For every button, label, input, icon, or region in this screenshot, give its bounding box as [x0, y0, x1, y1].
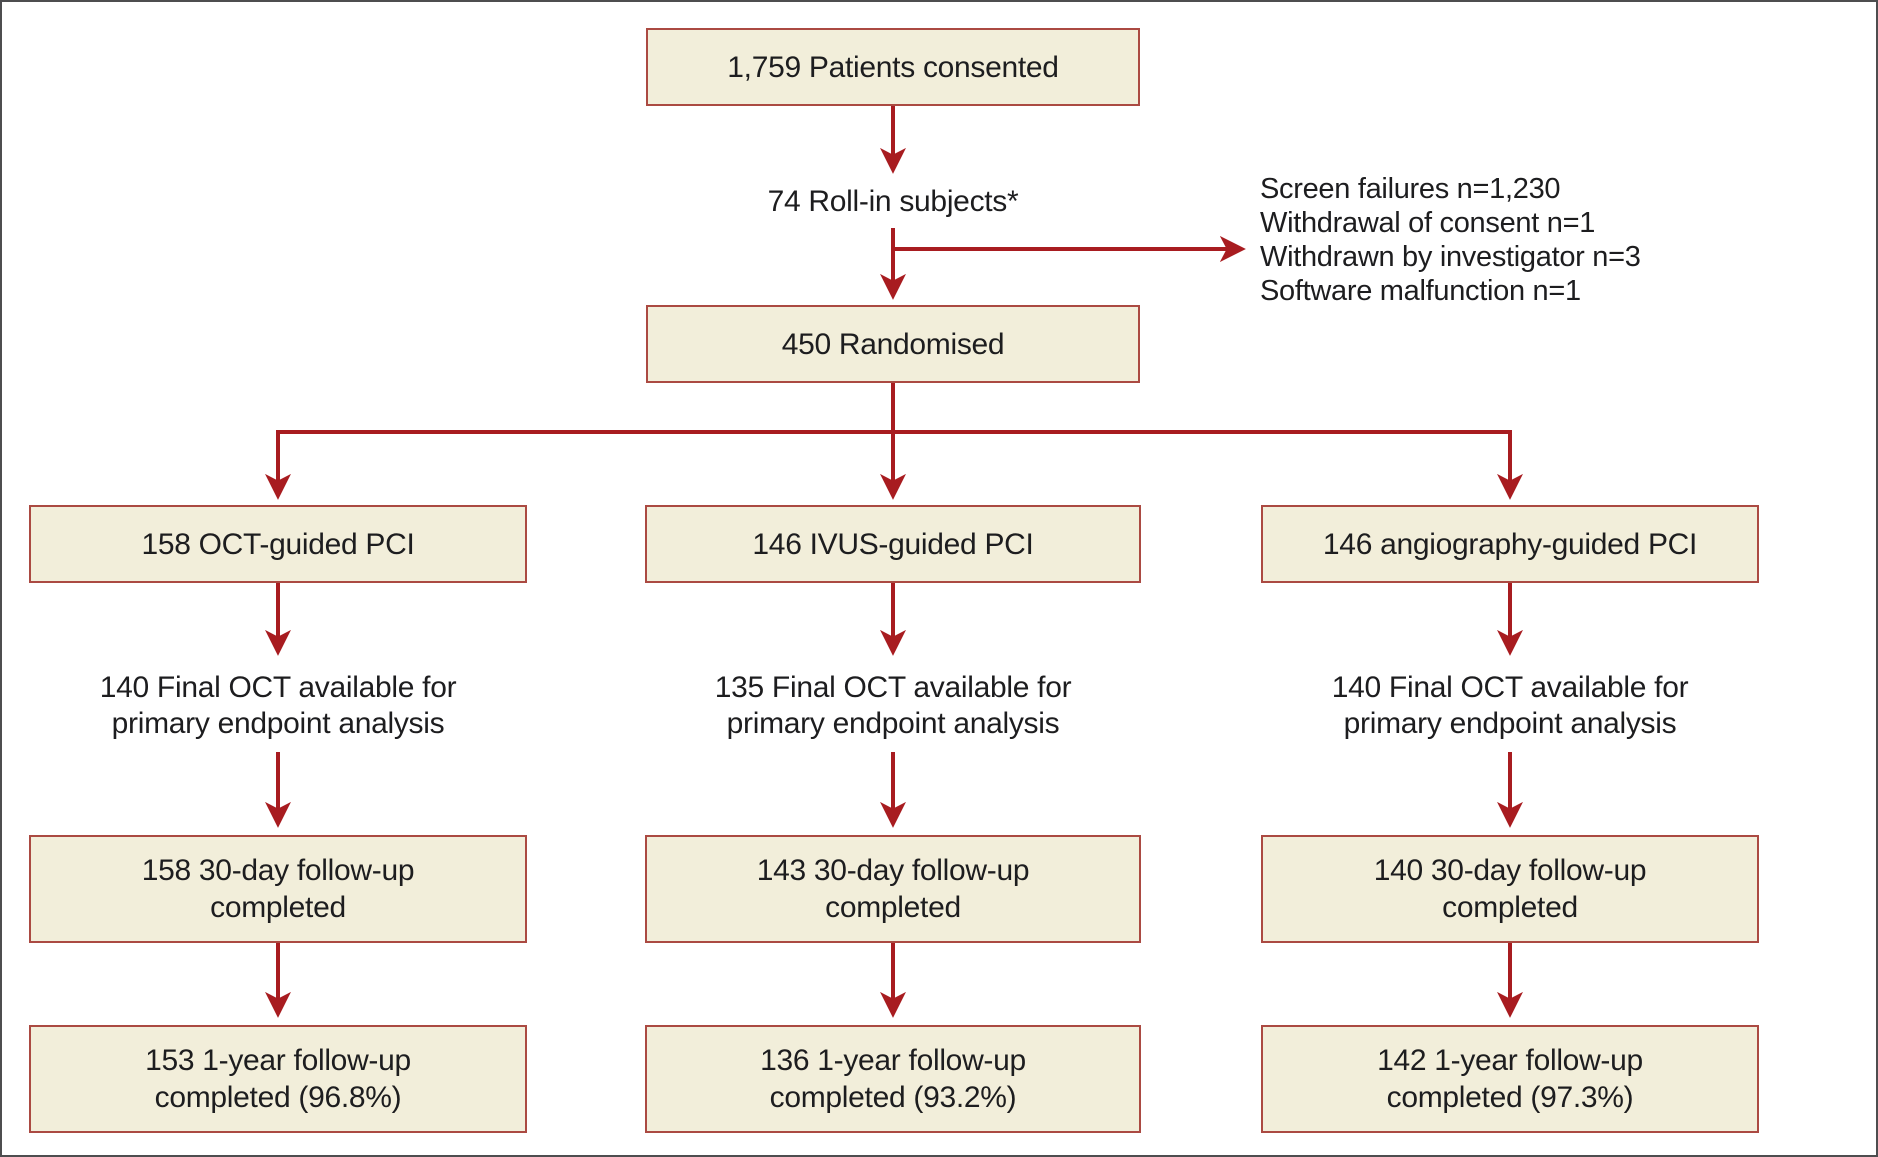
endpoint-note-oct-line2: primary endpoint analysis — [111, 707, 445, 740]
branch-bracket — [265, 430, 1523, 500]
arm-oct-allocation-label: 158 OCT-guided PCI — [141, 527, 415, 561]
randomised-label: 450 Randomised — [781, 327, 1005, 361]
fu30-box-ivus: 143 30-day follow-up completed — [645, 835, 1141, 943]
fu30-angio-line1: 140 30-day follow-up — [1373, 854, 1647, 887]
endpoint-note-angio-line1: 140 Final OCT available for — [1331, 671, 1689, 704]
fu1y-box-ivus: 136 1-year follow-up completed (93.2%) — [645, 1025, 1141, 1133]
endpoint-note-ivus-line1: 135 Final OCT available for — [714, 671, 1072, 704]
consented-label: 1,759 Patients consented — [727, 50, 1059, 84]
fu1y-oct-line1: 153 1-year follow-up — [145, 1044, 411, 1077]
endpoint-note-angio-line2: primary endpoint analysis — [1343, 707, 1677, 740]
fu1y-box-angio: 142 1-year follow-up completed (97.3%) — [1261, 1025, 1759, 1133]
fu1y-oct-line2: completed (96.8%) — [154, 1081, 402, 1114]
endpoint-note-oct-line1: 140 Final OCT available for — [99, 671, 457, 704]
fu1y-ivus-line1: 136 1-year follow-up — [760, 1044, 1026, 1077]
randomised-box: 450 Randomised — [646, 305, 1140, 383]
fu30-ivus-line2: completed — [825, 891, 961, 924]
fu30-box-angio: 140 30-day follow-up completed — [1261, 835, 1759, 943]
rollin-label: 74 Roll-in subjects* — [767, 185, 1019, 218]
exclusion-line: Screen failures n=1,230 — [1260, 173, 1561, 205]
arm-ivus-allocation-box: 146 IVUS-guided PCI — [645, 505, 1141, 583]
endpoint-note-angio: 140 Final OCT available for primary endp… — [1260, 670, 1760, 742]
exclusion-line: Withdrawn by investigator n=3 — [1260, 241, 1641, 273]
exclusion-line: Withdrawal of consent n=1 — [1260, 207, 1596, 239]
arm-oct-allocation-box: 158 OCT-guided PCI — [29, 505, 527, 583]
endpoint-note-oct: 140 Final OCT available for primary endp… — [28, 670, 528, 742]
fu30-oct-line2: completed — [210, 891, 346, 924]
fu30-ivus-line1: 143 30-day follow-up — [756, 854, 1030, 887]
fu30-oct-line1: 158 30-day follow-up — [141, 854, 415, 887]
fu30-box-oct: 158 30-day follow-up completed — [29, 835, 527, 943]
fu30-angio-line2: completed — [1442, 891, 1578, 924]
endpoint-note-ivus-line2: primary endpoint analysis — [726, 707, 1060, 740]
fu1y-box-oct: 153 1-year follow-up completed (96.8%) — [29, 1025, 527, 1133]
arm-angio-allocation-box: 146 angiography-guided PCI — [1261, 505, 1759, 583]
fu1y-ivus-line2: completed (93.2%) — [769, 1081, 1017, 1114]
arm-ivus-allocation-label: 146 IVUS-guided PCI — [752, 527, 1034, 561]
endpoint-note-ivus: 135 Final OCT available for primary endp… — [643, 670, 1143, 742]
exclusions-list: Screen failures n=1,230 Withdrawal of co… — [1260, 172, 1641, 308]
arm-angio-allocation-label: 146 angiography-guided PCI — [1322, 527, 1698, 561]
fu1y-angio-line2: completed (97.3%) — [1386, 1081, 1634, 1114]
consented-box: 1,759 Patients consented — [646, 28, 1140, 106]
exclusion-line: Software malfunction n=1 — [1260, 275, 1581, 307]
fu1y-angio-line1: 142 1-year follow-up — [1377, 1044, 1643, 1077]
